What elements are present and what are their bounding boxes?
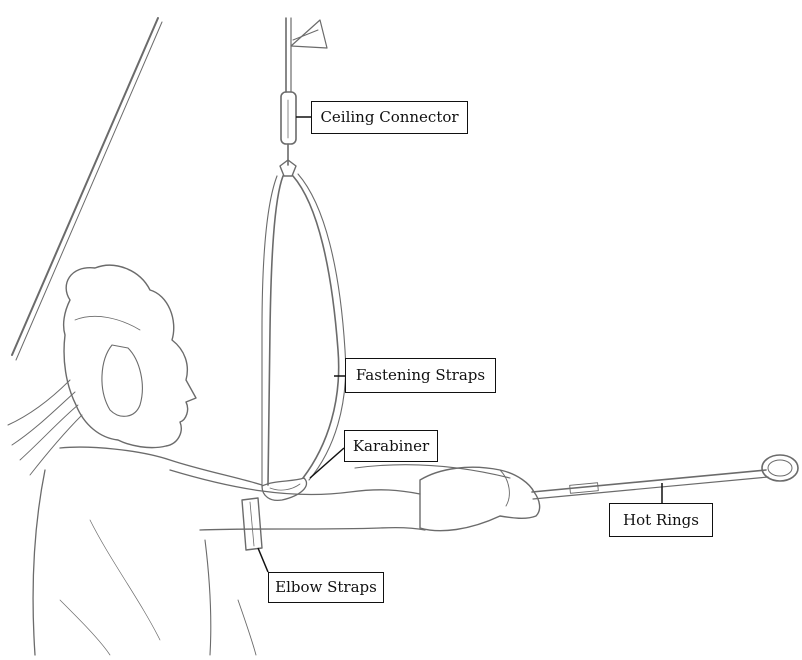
fastening-straps-label: Fastening Straps [345,358,496,393]
karabiner-label: Karabiner [344,430,438,462]
diagonal-pole [12,18,162,360]
ceiling-rod [286,18,327,92]
hot-rings-label: Hot Rings [609,503,713,537]
leader-elbow-straps [258,548,268,572]
elbow-strap [242,498,262,550]
torso [33,447,262,655]
hot-rings-rod [532,455,798,499]
fastening-straps [262,174,346,485]
ceiling-connector [280,92,296,176]
head-with-cap [64,265,196,447]
elbow-straps-label: Elbow Straps [268,572,384,603]
ceiling-connector-label: Ceiling Connector [311,101,468,134]
gloved-hand [420,467,540,530]
